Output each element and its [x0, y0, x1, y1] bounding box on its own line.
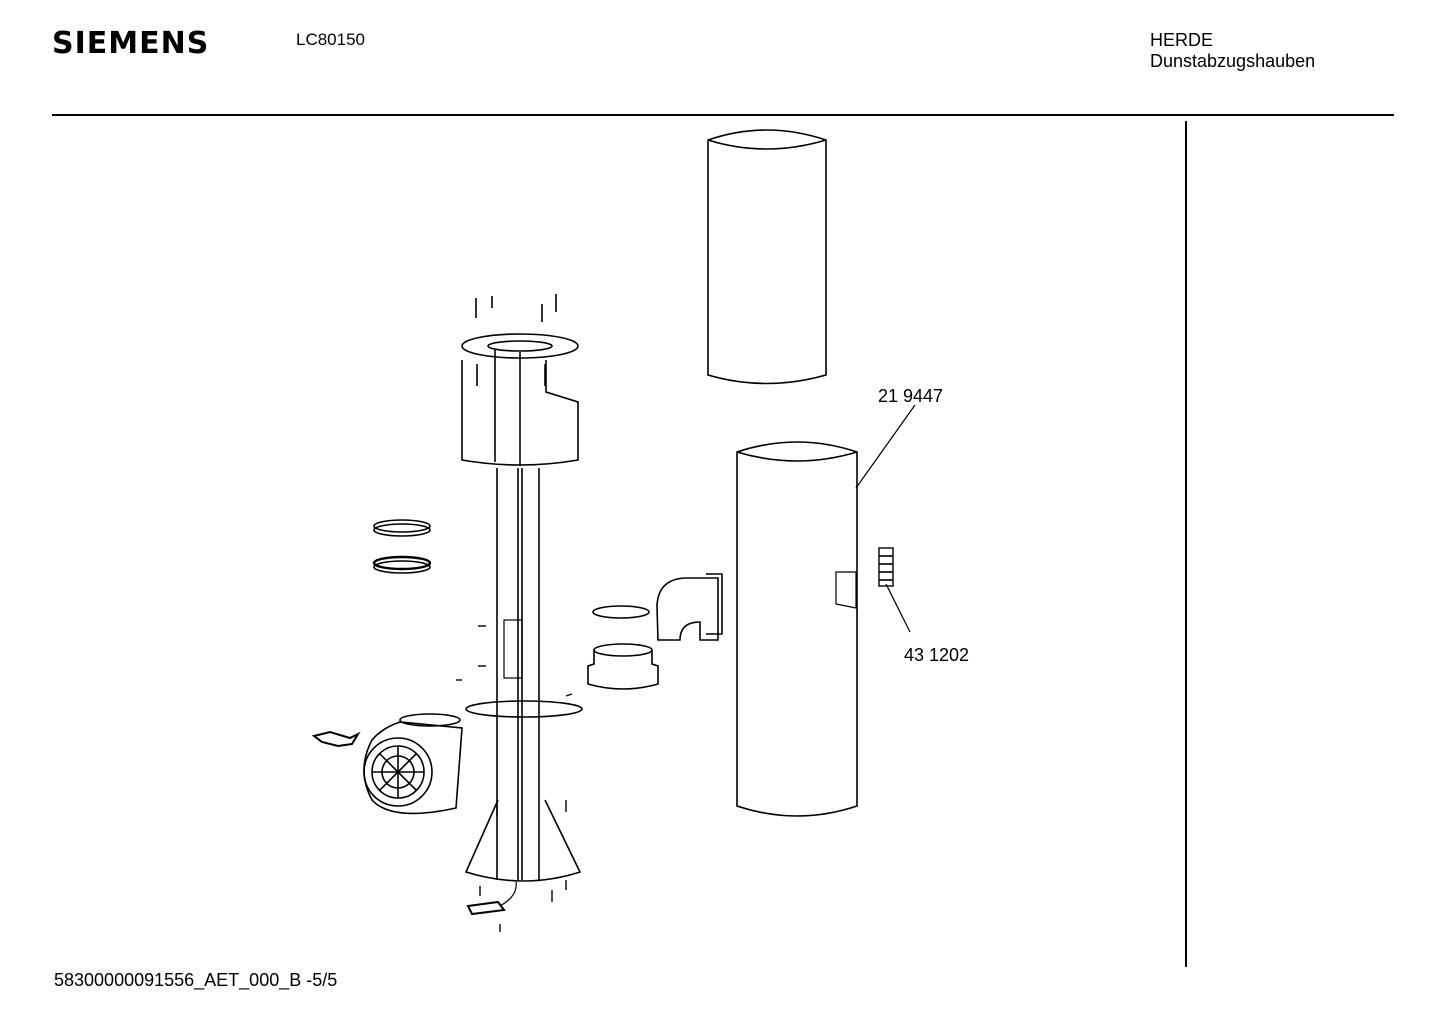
category-sub: Dunstabzugshauben: [1150, 51, 1316, 71]
callout-chimney-part-number: 21 9447: [878, 386, 944, 406]
category-main: HERDE: [1150, 30, 1214, 50]
side-divider: [1185, 121, 1187, 967]
header-rule: [52, 114, 1394, 116]
hose-clamp-rings: [372, 519, 432, 574]
lower-chimney-cover: [736, 404, 916, 817]
damper-flap: [592, 605, 650, 619]
frame-rails: [496, 468, 540, 880]
filter-grid-part: [878, 547, 911, 633]
upper-chimney-cover: [707, 129, 827, 385]
screws: [456, 625, 573, 932]
middle-ring-plate: [465, 700, 583, 718]
frame-top-assembly: [461, 294, 579, 466]
brand-logo: SIEMENS: [52, 26, 210, 61]
blower-motor: [363, 713, 463, 815]
duct-adapter: [587, 643, 659, 690]
callout-filter-part-number: 43 1202: [904, 645, 970, 665]
elbow-duct: [656, 573, 723, 641]
frame-bottom-cone: [464, 799, 582, 882]
cable-terminal: [466, 881, 517, 916]
document-id: 58300000091556_AET_000_B -5/5: [54, 970, 338, 990]
mounting-bracket: [311, 730, 361, 748]
model-number: LC80150: [296, 30, 366, 49]
